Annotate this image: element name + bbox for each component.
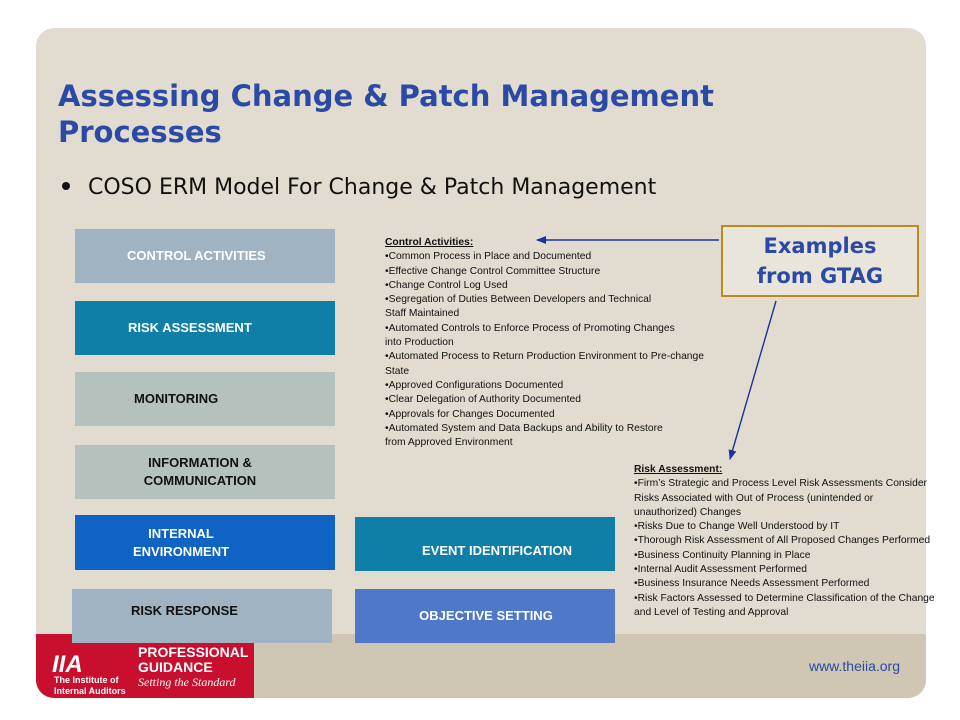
box-risk-response: RISK RESPONSE	[72, 589, 332, 643]
list-item: •Common Process in Place and Documented	[385, 251, 592, 263]
risk-assessment-detail: Risk Assessment: •Firm’s Strategic and P…	[634, 463, 936, 620]
footer-url[interactable]: www.theiia.org	[808, 658, 900, 674]
pg-line2: GUIDANCE	[138, 659, 213, 675]
box-label: MONITORING	[134, 391, 219, 406]
subtitle-bullet: COSO ERM Model For Change & Patch Manage…	[62, 175, 656, 200]
iia-name-line1: The Institute of	[54, 675, 119, 685]
gtag-label: Examples from GTAG	[756, 234, 884, 288]
list-item: •Effective Change Control Committee Stru…	[385, 265, 601, 277]
box-control-activities: CONTROL ACTIVITIES	[75, 229, 335, 283]
box-label: RISK RESPONSE	[131, 603, 238, 618]
list-item: •Risk Factors Assessed to Determine Clas…	[634, 592, 935, 618]
iia-name-line2: Internal Auditors	[54, 686, 126, 696]
list-item: •Firm’s Strategic and Process Level Risk…	[634, 478, 927, 518]
gtag-callout: Examples from GTAG	[721, 225, 919, 297]
box-monitoring: MONITORING	[75, 372, 335, 426]
bullet-icon	[62, 182, 70, 190]
professional-guidance-logo: PROFESSIONAL GUIDANCE Setting the Standa…	[138, 645, 248, 690]
iia-name: The Institute of Internal Auditors	[54, 675, 126, 697]
pg-tagline: Setting the Standard	[138, 675, 236, 689]
box-label: EVENT IDENTIFICATION	[422, 543, 572, 558]
iia-logo-block	[36, 634, 254, 698]
list-item: •Thorough Risk Assessment of All Propose…	[634, 535, 931, 547]
list-item: •Automated Process to Return Production …	[385, 351, 704, 377]
list-item: •Clear Delegation of Authority Documente…	[385, 394, 581, 406]
box-event-identification: EVENT IDENTIFICATION	[355, 517, 615, 571]
detail-heading: Control Activities:	[385, 237, 474, 248]
box-label-line1: INTERNAL	[148, 525, 214, 541]
list-item: •Segregation of Duties Between Developer…	[385, 294, 652, 320]
box-label: CONTROL ACTIVITIES	[127, 248, 266, 263]
box-label-line1: INFORMATION &	[148, 455, 252, 470]
box-objective-setting: OBJECTIVE SETTING	[355, 589, 615, 643]
page-title: Assessing Change & Patch Management Proc…	[58, 79, 714, 149]
slide-background	[36, 28, 926, 698]
detail-heading: Risk Assessment:	[634, 464, 723, 475]
list-item: •Change Control Log Used	[385, 279, 508, 291]
iia-logo-icon: IIA	[52, 651, 83, 676]
risk-assessment-list: •Firm’s Strategic and Process Level Risk…	[634, 477, 936, 620]
box-information-communication: INFORMATION & COMMUNICATION	[75, 445, 335, 499]
box-label: OBJECTIVE SETTING	[419, 608, 553, 623]
list-item: •Risks Due to Change Well Understood by …	[634, 521, 840, 533]
list-item: •Approved Configurations Documented	[385, 379, 564, 391]
list-item: •Business Insurance Needs Assessment Per…	[634, 578, 870, 590]
box-label-line2: COMMUNICATION	[143, 473, 257, 488]
box-label: RISK ASSESSMENT	[128, 320, 252, 335]
box-internal-environment: INTERNAL ENVIRONMENT	[75, 515, 335, 570]
box-label-line2: ENVIRONMENT	[132, 543, 230, 559]
list-item: •Business Continuity Planning in Place	[634, 549, 811, 561]
list-item: •Automated System and Data Backups and A…	[385, 422, 663, 449]
control-activities-list: •Common Process in Place and Documented …	[385, 250, 705, 450]
box-risk-assessment: RISK ASSESSMENT	[75, 301, 335, 355]
list-item: •Internal Audit Assessment Performed	[634, 564, 808, 576]
list-item: •Approvals for Changes Documented	[385, 408, 555, 420]
control-activities-detail: Control Activities: •Common Process in P…	[385, 236, 705, 450]
pg-line1: PROFESSIONAL	[138, 644, 249, 660]
subtitle-text: COSO ERM Model For Change & Patch Manage…	[88, 175, 657, 200]
list-item: •Automated Controls to Enforce Process o…	[385, 322, 675, 349]
svg-text:IIA: IIA	[52, 651, 83, 676]
